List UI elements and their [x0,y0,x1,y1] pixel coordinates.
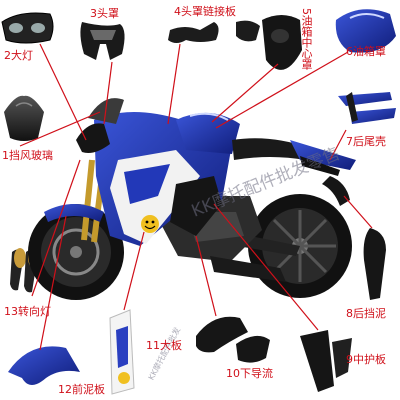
watermark-side: KK摩托配件批发 [146,325,182,381]
label-windshield: 1挡风玻璃 [2,149,53,162]
label-head-link-plate: 4头罩链接板 [174,5,236,18]
label-tank-center-cover: 5油箱中心罩 [300,8,313,70]
lower-deflector-part [196,316,270,363]
label-rear-fender: 8后挡泥 [346,307,386,320]
label-lower-deflector: 10下导流 [226,367,273,380]
watermark-side-text: KK摩托配件批发 [146,325,182,381]
label-middle-guard: 9中护板 [346,353,386,366]
tank-center-cover-part [262,15,302,70]
label-headlight: 2大灯 [4,49,33,62]
middle-guard-part [300,330,352,392]
label-tank-cover: 6油箱罩 [346,45,386,58]
leader-lines [19,43,373,351]
rear-fender-part [363,228,386,300]
motorcycle [28,98,356,300]
windshield-part [4,95,44,141]
headlight-part [1,12,54,44]
front-fender-part [8,346,80,385]
rear-tail-shell-part [338,92,396,124]
head-cover-part [80,22,125,60]
tank-cover-part [335,9,396,53]
large-panel-part [109,309,135,395]
head-link-plate-part [168,20,260,43]
label-rear-tail-shell: 7后尾壳 [346,135,386,148]
label-large-panel: 11大板 [146,339,182,352]
label-head-cover: 3头罩 [90,7,119,20]
label-turn-signal: 13转向灯 [4,305,51,318]
label-front-fender: 12前泥板 [58,383,105,396]
